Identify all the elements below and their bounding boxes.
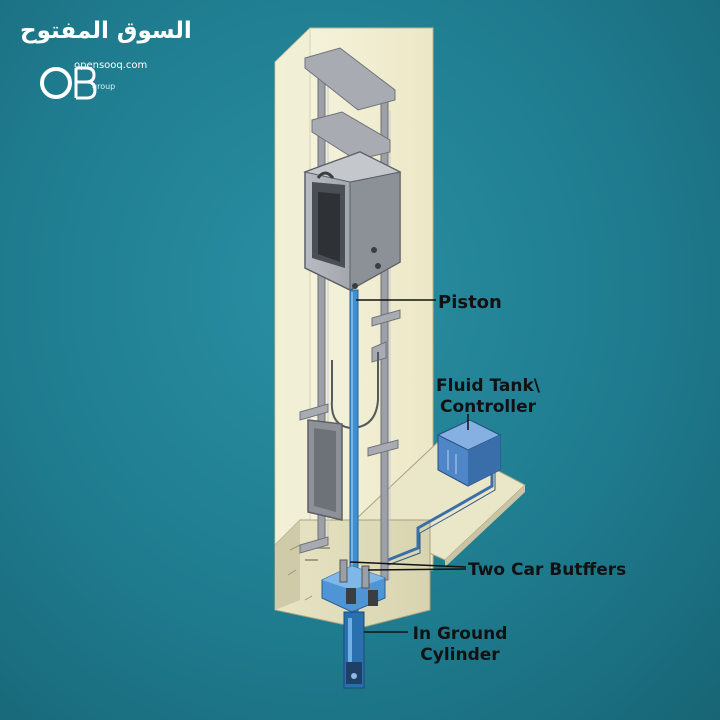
watermark-logo (14, 18, 184, 100)
fluid-tank-controller (436, 419, 502, 487)
label-cylinder-line1: In Ground (412, 624, 508, 644)
car-buffers (321, 559, 386, 613)
watermark-arabic-text: السوق المفتوح (20, 18, 192, 44)
watermark-group-text: group (92, 82, 116, 91)
watermark-mark-icon (40, 66, 97, 100)
watermark-domain-text: opensooq.com (74, 60, 148, 71)
landing-door-panel (307, 419, 343, 521)
label-cylinder-line2: Cylinder (420, 645, 500, 665)
elevator-car (303, 151, 402, 291)
label-piston: Piston (438, 292, 502, 313)
label-fluid-tank-line1: Fluid Tank\ (436, 376, 540, 396)
label-fluid-tank: Fluid Tank\ Controller (428, 376, 548, 418)
label-cylinder: In Ground Cylinder (400, 624, 520, 666)
leader-lines (349, 299, 469, 633)
label-fluid-tank-line2: Controller (439, 397, 536, 417)
label-buffers: Two Car Butffers (468, 560, 627, 580)
in-ground-cylinder (343, 611, 365, 689)
rail-brackets (299, 47, 401, 554)
